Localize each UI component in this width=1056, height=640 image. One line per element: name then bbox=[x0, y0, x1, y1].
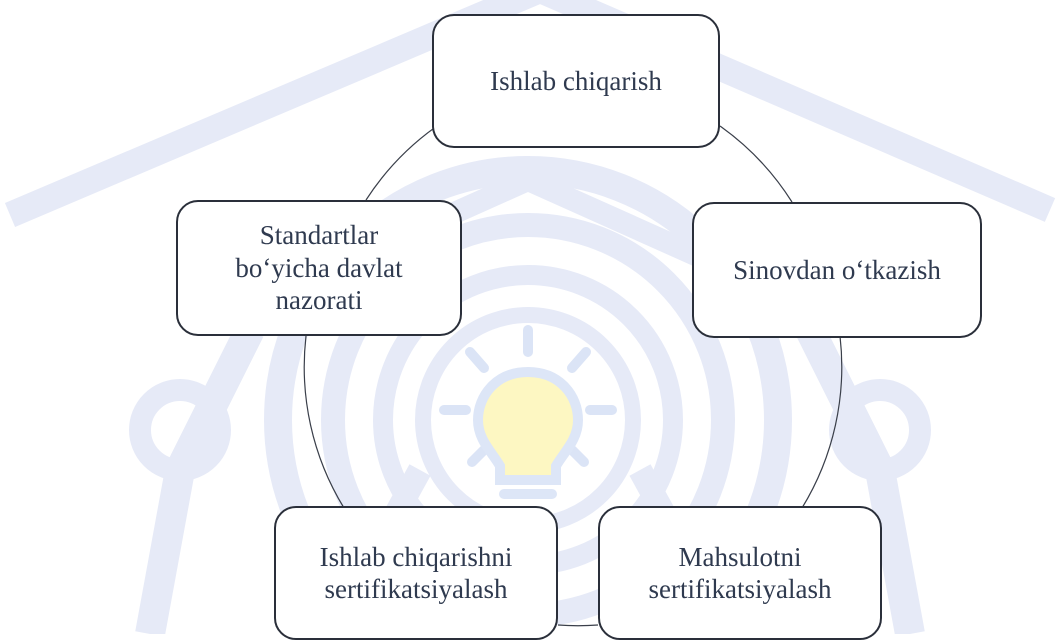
connector-bottomleft-left bbox=[303, 335, 345, 509]
node-label-line: Ishlab chiqarish bbox=[490, 65, 662, 96]
node-ishlab-chiqarishni-sertifikatsiyalash: Ishlab chiqarishni sertifikatsiyalash bbox=[274, 506, 558, 640]
node-label-line: sertifikatsiyalash bbox=[324, 574, 508, 604]
lightbulb-icon bbox=[439, 325, 617, 499]
node-label-line: Mahsulotni bbox=[678, 541, 802, 572]
node-label-line: sertifikatsiyalash bbox=[648, 574, 832, 604]
connector-left-top bbox=[365, 125, 438, 201]
node-label-line: Ishlab chiqarishni bbox=[319, 541, 513, 572]
cycle-arrows bbox=[303, 125, 843, 627]
node-label-line: nazorati bbox=[275, 285, 363, 316]
node-label-line: Standartlar bbox=[259, 220, 379, 251]
connector-bottomright-bottomleft bbox=[557, 624, 599, 627]
connector-right-bottomright bbox=[801, 335, 843, 509]
node-label-line: bo‘yicha davlat bbox=[235, 252, 403, 283]
node-mahsulotni-sertifikatsiyalash: Mahsulotni sertifikatsiyalash bbox=[598, 506, 882, 640]
node-sinovdan-otkazish: Sinovdan o‘tkazish bbox=[692, 202, 982, 338]
node-standartlar-davlat-nazorati: Standartlar bo‘yicha davlat nazorati bbox=[176, 200, 462, 336]
connector-top-right bbox=[719, 125, 793, 203]
node-ishlab-chiqarish: Ishlab chiqarish bbox=[432, 14, 720, 148]
node-label-line: Sinovdan o‘tkazish bbox=[733, 254, 941, 285]
